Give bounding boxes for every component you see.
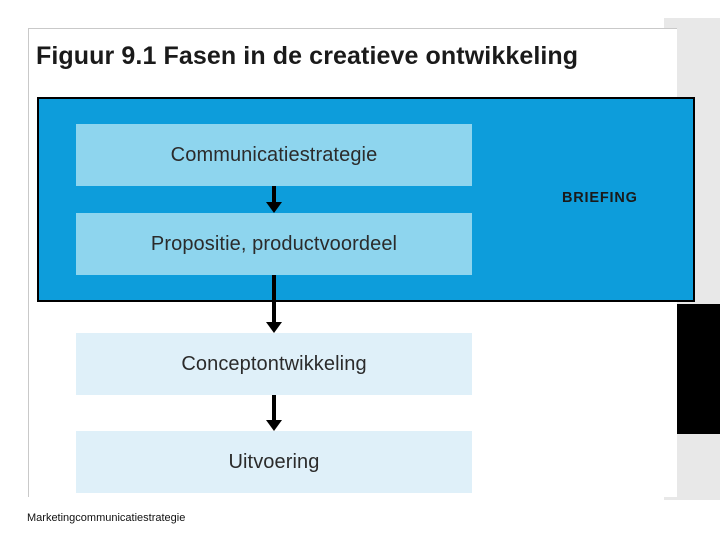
arrow-down-icon-strategie-to-propositie: [266, 186, 282, 213]
arrow-shaft: [272, 186, 276, 202]
arrow-down-icon-propositie-to-concept: [266, 275, 282, 333]
flow-step-conceptontwikkeling: Conceptontwikkeling: [76, 333, 472, 395]
footer-label: Marketingcommunicatiestrategie: [27, 512, 186, 524]
flow-step-propositie-productvoordeel: Propositie, productvoordeel: [76, 213, 472, 275]
flow-step-communicatiestrategie: Communicatiestrategie: [76, 124, 472, 186]
band-notch-top: [664, 0, 720, 18]
arrow-shaft: [272, 395, 276, 420]
arrow-head: [266, 322, 282, 333]
flow-step-label: Communicatiestrategie: [170, 143, 378, 166]
band-notch-bottom: [664, 500, 720, 540]
flow-step-label: Conceptontwikkeling: [181, 352, 367, 375]
briefing-label: BRIEFING: [562, 190, 638, 206]
flow-step-uitvoering: Uitvoering: [76, 431, 472, 493]
flow-step-label: Uitvoering: [228, 450, 320, 473]
arrow-head: [266, 202, 282, 213]
arrow-down-icon-concept-to-uitvoering: [266, 395, 282, 431]
flow-step-label: Propositie, productvoordeel: [150, 232, 398, 255]
arrow-shaft: [272, 275, 276, 322]
page-title: Figuur 9.1 Fasen in de creatieve ontwikk…: [36, 42, 579, 70]
arrow-head: [266, 420, 282, 431]
